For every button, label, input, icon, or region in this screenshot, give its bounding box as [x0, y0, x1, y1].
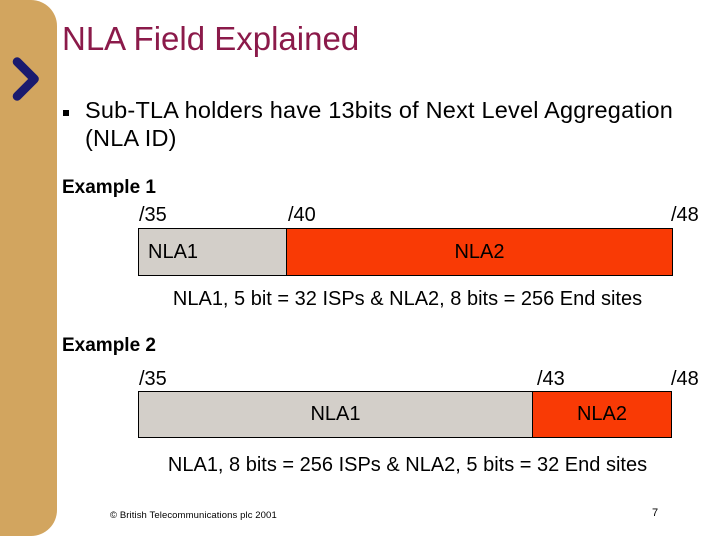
example-1-nla2-label: NLA2	[454, 240, 505, 263]
example-1-heading: Example 1	[62, 177, 156, 198]
example-1-nla1-segment: NLA1	[138, 228, 287, 276]
example-1-prefix-label-40: /40	[288, 204, 316, 226]
example-1-nla2-segment: NLA2	[286, 228, 673, 276]
bullet-line-2: (NLA ID)	[85, 124, 177, 151]
example-2-prefix-label-48: /48	[671, 368, 699, 390]
example-1-prefix-label-48: /48	[671, 204, 699, 226]
copyright-text: © British Telecommunications plc 2001	[110, 510, 277, 521]
example-2-nla2-label: NLA2	[576, 403, 628, 425]
example-2-prefix-label-43: /43	[537, 368, 565, 390]
example-2-nla1-label: NLA1	[310, 403, 361, 425]
example-2-field-bar: NLA1 NLA2	[138, 391, 672, 438]
example-1-prefix-label-35: /35	[139, 204, 167, 226]
chevron-right-icon	[12, 57, 39, 101]
example-2-prefix-label-35: /35	[139, 368, 167, 390]
example-2-nla2-segment: NLA2	[532, 391, 672, 438]
bullet-square-icon	[63, 110, 69, 116]
example-2-nla1-segment: NLA1	[138, 391, 533, 438]
slide-title: NLA Field Explained	[62, 20, 360, 57]
page-number: 7	[652, 507, 659, 519]
example-1-caption: NLA1, 5 bit = 32 ISPs & NLA2, 8 bits = 2…	[172, 288, 643, 310]
example-2-caption: NLA1, 8 bits = 256 ISPs & NLA2, 5 bits =…	[167, 454, 648, 476]
example-1-nla1-label: NLA1	[148, 240, 199, 263]
bullet-item: Sub-TLA holders have 13bits of Next Leve…	[85, 97, 673, 152]
sidebar-accent-bar	[0, 0, 57, 536]
example-2-heading: Example 2	[62, 335, 156, 356]
bullet-line-1: Sub-TLA holders have 13bits of Next Leve…	[85, 97, 674, 123]
example-1-field-bar: NLA1 NLA2	[138, 228, 673, 276]
